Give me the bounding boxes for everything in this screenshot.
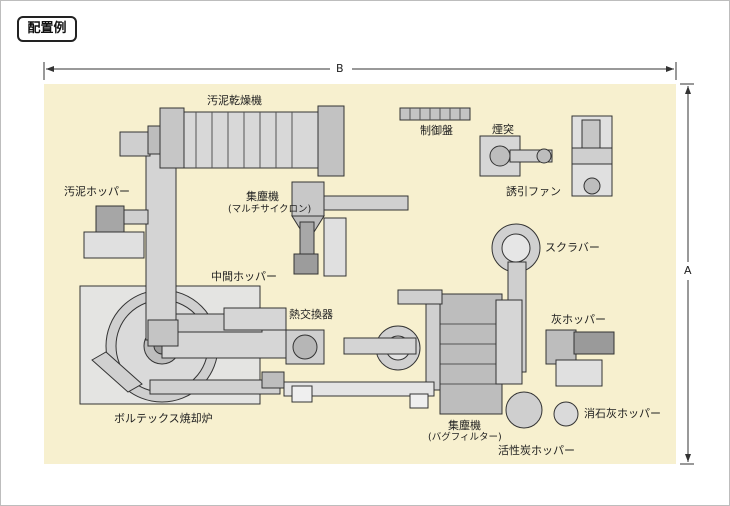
label-induced-fan: 誘引ファン	[506, 185, 561, 198]
label-intermediate-hopper: 中間ホッパー	[211, 270, 277, 283]
activated-carbon-hopper-circle	[505, 391, 543, 429]
dimension-label-b: B	[336, 62, 344, 75]
label-control-panel: 制御盤	[420, 124, 453, 137]
label-dust-collector-multi-sub: (マルチサイクロン)	[228, 204, 312, 215]
ash-hopper	[545, 329, 577, 365]
control-panel	[399, 107, 471, 121]
multi-cyclone	[291, 181, 325, 217]
dimension-label-a: A	[684, 264, 692, 277]
label-slaked-lime-hopper: 消石灰ホッパー	[584, 407, 661, 420]
label-activated-carbon-hopper: 活性炭ホッパー	[498, 444, 575, 457]
bag-filter	[439, 293, 503, 415]
induced-fan	[583, 177, 601, 195]
label-sludge-dryer: 汚泥乾燥機	[207, 94, 262, 107]
label-chimney: 煙突	[492, 123, 514, 136]
chimney	[489, 145, 511, 167]
label-incinerator: ボルテックス焼却炉	[114, 412, 213, 425]
label-scrubber: スクラバー	[545, 241, 600, 254]
label-sludge-hopper: 汚泥ホッパー	[64, 185, 130, 198]
label-heat-exchanger: 熱交換器	[289, 308, 333, 321]
label-dust-collector-multi: 集塵機	[246, 190, 279, 203]
label-dust-collector-bag-sub: (バグフィルター)	[428, 432, 502, 443]
label-dust-collector-bag: 集塵機	[448, 419, 481, 432]
slaked-lime-hopper-circle	[553, 401, 579, 427]
main-conveyor	[145, 139, 177, 341]
label-ash-hopper: 灰ホッパー	[551, 313, 606, 326]
section-tag: 配置例	[17, 16, 77, 42]
